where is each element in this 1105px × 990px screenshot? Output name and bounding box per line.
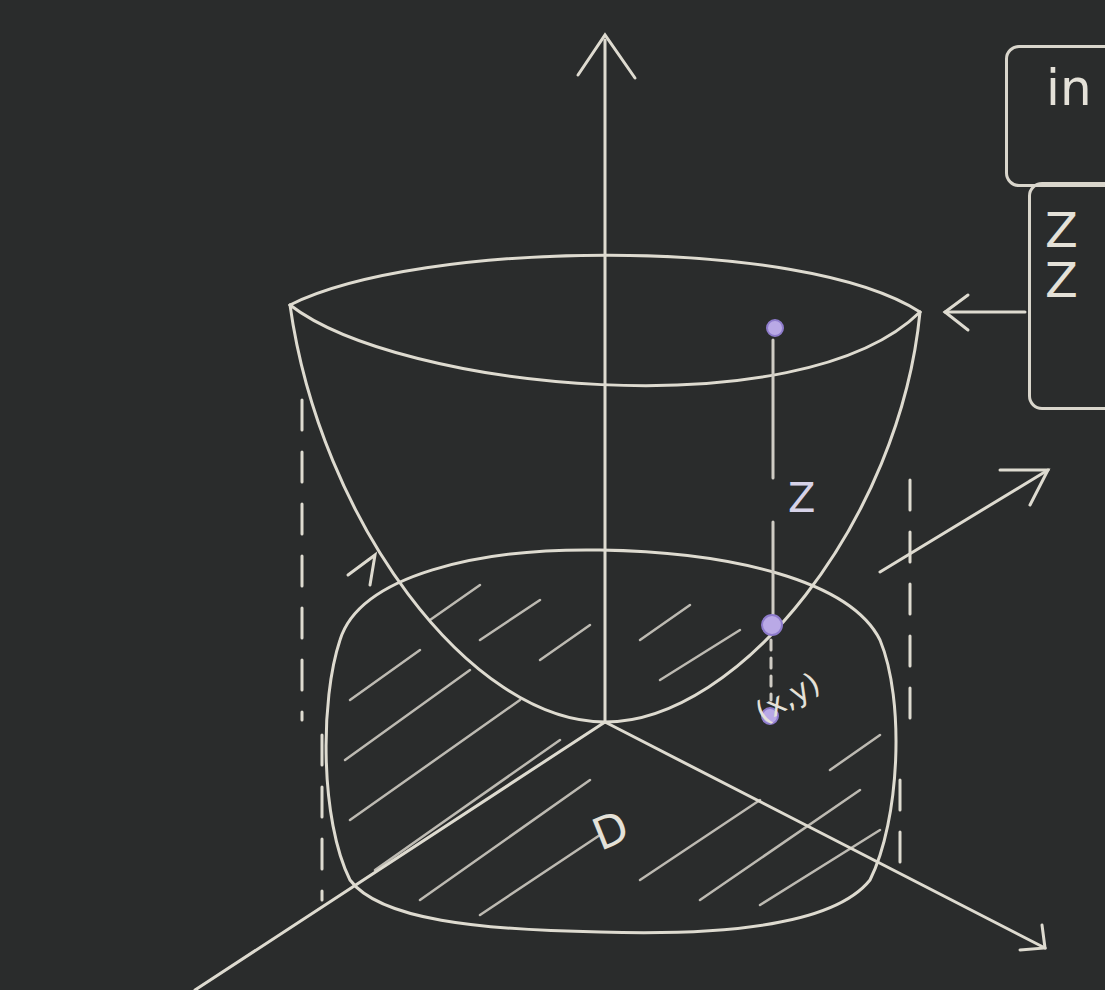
note-text: in — [1046, 62, 1105, 115]
note-box: ZZ — [1028, 182, 1105, 410]
chalk-label: Z — [788, 478, 815, 518]
chalk-label: D — [587, 804, 635, 857]
note-box: in — [1005, 45, 1105, 187]
note-text: Z — [1045, 205, 1105, 255]
chalk-label: (x,y) — [751, 668, 825, 728]
note-text: Z — [1045, 255, 1105, 305]
